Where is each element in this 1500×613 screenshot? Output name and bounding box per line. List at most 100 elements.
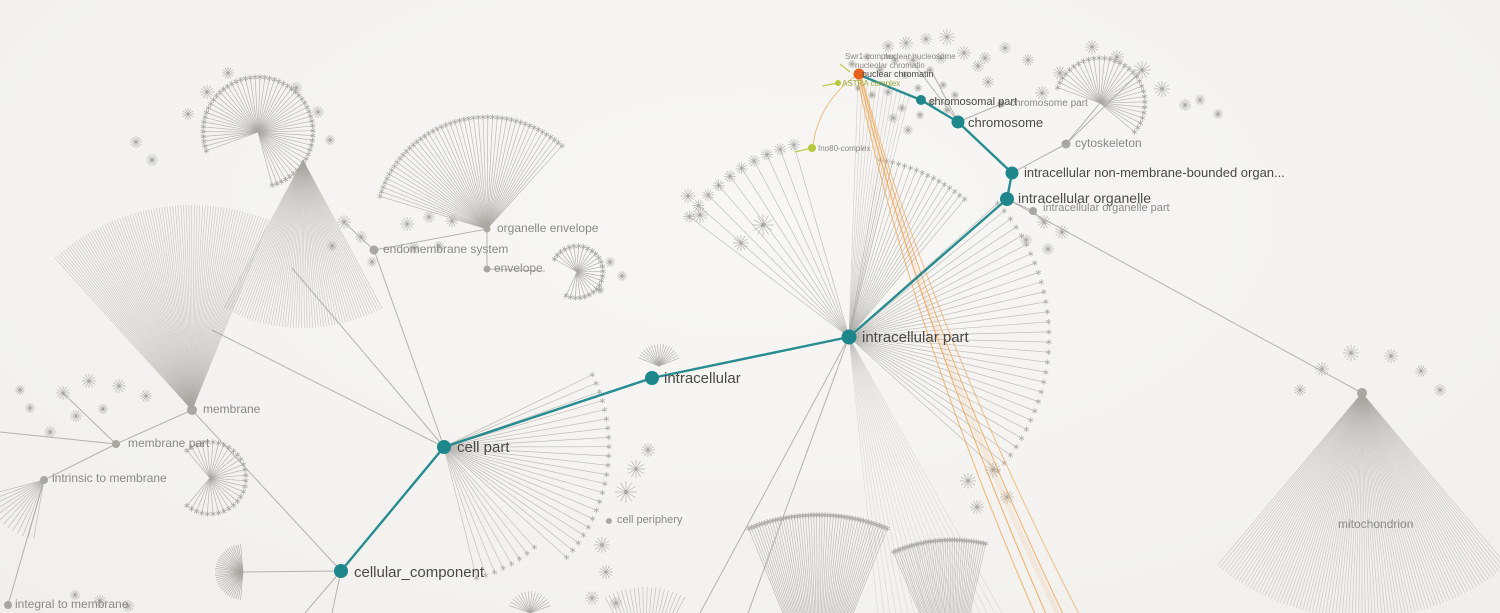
label-mitochondrion[interactable]: mitochondrion	[1338, 517, 1413, 531]
fan-clusters	[0, 55, 1500, 613]
node-envelope[interactable]	[483, 265, 491, 273]
relation-edge	[373, 228, 488, 251]
fan-cluster	[848, 85, 911, 338]
relation-edge	[1065, 102, 1101, 145]
gray-edges	[0, 63, 1363, 613]
label-cell-periphery[interactable]: cell periphery	[617, 514, 683, 526]
label-envelope[interactable]: envelope	[494, 261, 543, 275]
node-cellular-component[interactable]	[334, 564, 348, 578]
orange-relation-curve	[860, 76, 1064, 613]
fan-cluster	[848, 336, 1003, 613]
node-integral-to-membrane[interactable]	[4, 601, 12, 609]
node-chromosomal-part[interactable]	[916, 95, 926, 105]
node-selected-term[interactable]	[853, 68, 865, 80]
label-nuclear-chromatin[interactable]: nuclear chromatin	[862, 69, 934, 79]
label-integral-to-membrane[interactable]: integral to membrane	[15, 597, 129, 611]
label-nuclear-nucleosome[interactable]: nuclear nucleosome	[884, 52, 956, 61]
relation-edge	[747, 336, 850, 613]
label-ino80-complex[interactable]: Ino80-complex	[818, 144, 870, 153]
highlight-edge	[651, 335, 850, 380]
node-endomembrane-system[interactable]	[369, 245, 379, 255]
relation-edge	[242, 570, 342, 573]
label-intracellular-organelle[interactable]: intracellular organelle	[1018, 190, 1151, 206]
node-membrane-part[interactable]	[112, 440, 120, 448]
fan-cluster	[890, 537, 989, 613]
burst-glyphs	[15, 29, 1446, 612]
relation-edge	[115, 409, 193, 445]
label-membrane-part[interactable]: membrane part	[128, 436, 210, 450]
label-nucleolar-chromatin[interactable]: nucleolar chromatin	[855, 61, 925, 70]
node-intrinsic-to-membrane[interactable]	[40, 476, 48, 484]
highlight-edge	[848, 198, 1008, 338]
node-chromosome[interactable]	[951, 115, 965, 129]
fan-cluster	[184, 439, 249, 517]
label-intracellular-part[interactable]: intracellular part	[862, 329, 970, 346]
label-swr1-complex[interactable]: Swr1-complex	[845, 52, 896, 61]
fan-cluster	[443, 371, 612, 561]
orange-relation-curve	[858, 75, 1047, 613]
highlight-edge	[443, 376, 653, 449]
label-membrane[interactable]: membrane	[203, 402, 261, 416]
label-intrinsic-to-membrane[interactable]: intrinsic to membrane	[52, 471, 167, 485]
highlight-edge	[957, 121, 1013, 174]
fan-cluster	[200, 74, 316, 188]
relation-edge	[43, 443, 117, 481]
label-astra-complex[interactable]: ASTRA complex	[842, 79, 900, 88]
relation-edge	[331, 570, 342, 613]
label-intracellular-nmb-organelle[interactable]: intracellular non-membrane-bounded organ…	[1024, 165, 1285, 180]
relation-edge	[1006, 198, 1363, 394]
node-cytoskeleton[interactable]	[1061, 139, 1071, 149]
fan-cluster	[848, 200, 1052, 474]
node-intracellular-part[interactable]	[841, 329, 857, 345]
node-ino80-complex[interactable]	[808, 144, 816, 152]
node-cell-periphery[interactable]	[606, 518, 612, 524]
fan-cluster	[638, 344, 680, 367]
relation-edge	[345, 223, 375, 251]
fan-cluster	[1217, 392, 1500, 613]
node-chromosome-part[interactable]	[997, 100, 1005, 108]
node-intracellular-nmb-organelle[interactable]	[1005, 166, 1019, 180]
orange-relation-curve	[812, 74, 858, 147]
highlight-edge	[861, 74, 922, 102]
relation-edge	[191, 409, 342, 572]
node-intracellular-organelle[interactable]	[1000, 192, 1014, 206]
label-chromosome[interactable]: chromosome	[968, 115, 1043, 130]
node-intracellular-organelle-part[interactable]	[1029, 207, 1037, 215]
label-intracellular[interactable]: intracellular	[664, 370, 741, 387]
node-mitochondrion[interactable]	[1357, 388, 1367, 398]
relation-edge	[931, 71, 959, 123]
relation-edge	[0, 431, 117, 445]
node-intracellular[interactable]	[645, 371, 659, 385]
label-intracellular-organelle-part[interactable]: intracellular organelle part	[1043, 202, 1170, 214]
node-cell-part[interactable]	[437, 440, 451, 454]
relation-edge	[291, 267, 445, 448]
relation-edge	[62, 392, 117, 445]
highlight-edge	[340, 446, 445, 572]
relation-edge	[304, 570, 342, 613]
relation-edge	[1011, 143, 1067, 174]
highlight-edge	[920, 98, 959, 124]
label-cytoskeleton[interactable]: cytoskeleton	[1075, 136, 1142, 150]
label-chromosomal-part[interactable]: chromosomal part	[929, 96, 1017, 108]
label-endomembrane-system[interactable]: endomembrane system	[383, 242, 508, 256]
node-astra-complex[interactable]	[835, 80, 841, 86]
fan-cluster	[223, 159, 383, 329]
label-chromosome-part[interactable]: chromosome part	[1010, 98, 1088, 109]
label-organelle-envelope[interactable]: organelle envelope	[497, 221, 599, 235]
fan-cluster	[0, 479, 45, 540]
relation-edge	[957, 103, 1002, 123]
relation-edge	[699, 336, 850, 613]
label-cell-part[interactable]: cell part	[457, 439, 510, 456]
fan-cluster	[604, 586, 686, 613]
node-organelle-envelope[interactable]	[483, 225, 491, 233]
orange-relation-curve	[856, 76, 1036, 613]
fan-cluster	[377, 114, 565, 230]
node-membrane[interactable]	[187, 405, 197, 415]
fan-cluster	[551, 243, 606, 301]
fan-cluster	[443, 446, 537, 581]
relation-edge	[1065, 71, 1141, 145]
label-cellular-component[interactable]: cellular_component	[354, 564, 485, 581]
term-nodes	[4, 68, 1367, 609]
